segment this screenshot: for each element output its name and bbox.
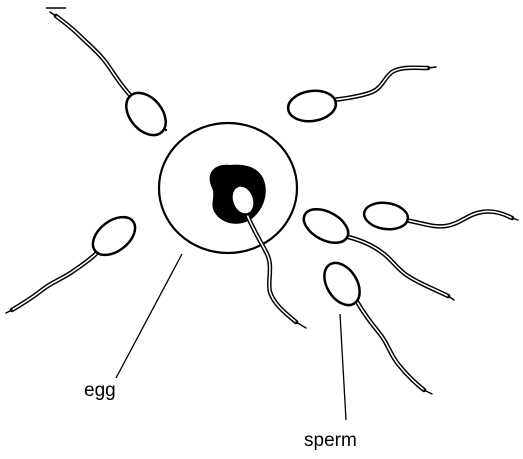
sperm-lower-right [317,257,432,394]
egg-leader-line [116,254,182,378]
sperm-upper-left [50,12,174,143]
sperm-left [6,209,142,313]
sperm-label: sperm [304,430,357,451]
sperm-leader-line [340,314,346,420]
sperm-upper-right [286,67,436,124]
egg-label: egg [84,380,116,401]
scan-dot [165,129,167,131]
sperm-far-right [362,200,518,232]
egg-cell [159,123,297,253]
